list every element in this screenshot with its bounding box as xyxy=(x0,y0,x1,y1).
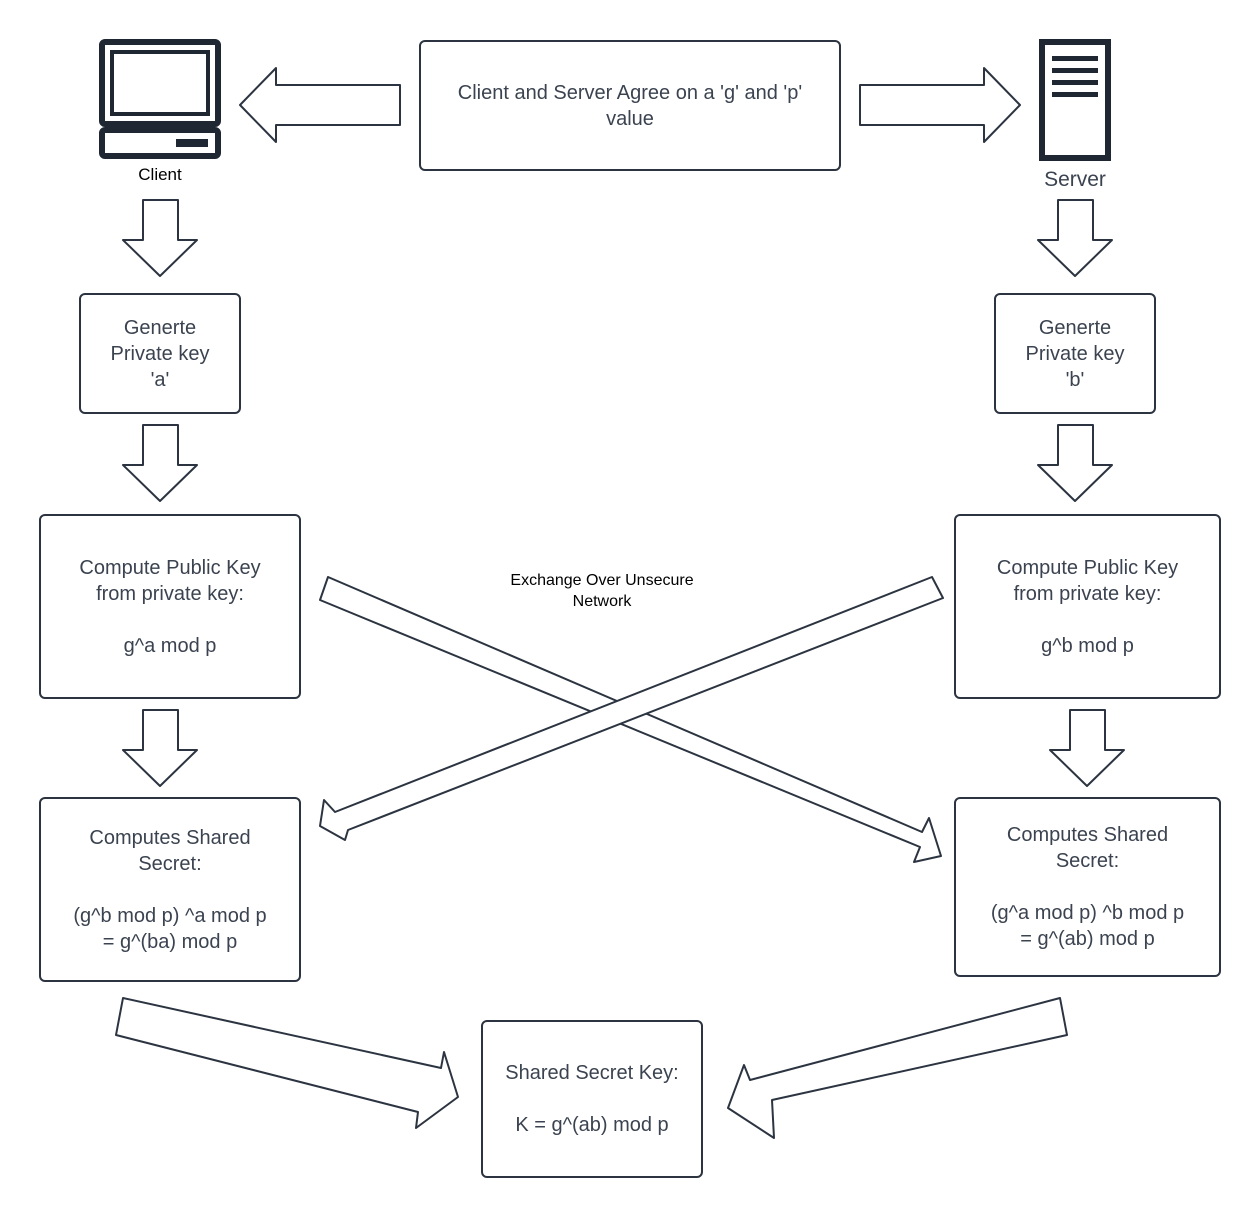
server-private-key-line-1: Generte xyxy=(1038,316,1112,339)
client-public-key-line-2: from private key: xyxy=(96,582,244,605)
arrow-server-secret-to-key xyxy=(727,997,1068,1139)
shared-key-line-1: Shared Secret Key: xyxy=(505,1062,679,1084)
exchange-label-line-2: Network xyxy=(572,593,632,610)
client-private-key-box: Generte Private key 'a' xyxy=(79,293,241,414)
client-private-key-line-1: Generte xyxy=(123,316,197,339)
client-private-key-line-2: Private key xyxy=(110,342,210,365)
client-public-key-line-4: g^a mod p xyxy=(123,634,217,657)
server-public-key-line-1: Compute Public Key xyxy=(996,556,1179,579)
client-private-key-line-3: 'a' xyxy=(150,368,170,391)
agree-box: Client and Server Agree on a 'g' and 'p'… xyxy=(419,40,841,171)
server-private-key-box: Generte Private key 'b' xyxy=(994,293,1156,414)
arrow-client-down-2 xyxy=(122,424,198,502)
client-shared-secret-box: Computes Shared Secret: (g^b mod p) ^a m… xyxy=(39,797,301,982)
server-shared-secret-line-1: Computes Shared xyxy=(1006,824,1169,846)
client-shared-secret-line-1: Computes Shared xyxy=(89,826,251,849)
server-public-key-line-4: g^b mod p xyxy=(1041,634,1134,657)
server-label: Server xyxy=(1044,168,1106,191)
client-shared-secret-line-5: = g^(ba) mod p xyxy=(102,930,238,953)
exchange-label-line-1: Exchange Over Unsecure xyxy=(510,572,694,589)
arrow-agree-to-client xyxy=(239,67,401,143)
shared-key-line-3: K = g^(ab) mod p xyxy=(515,1114,669,1136)
client-shared-secret-line-2: Secret: xyxy=(138,852,202,875)
arrow-server-down-2 xyxy=(1037,424,1113,502)
arrow-client-secret-to-key xyxy=(115,997,459,1129)
server-icon xyxy=(1039,39,1111,161)
server-public-key-box: Compute Public Key from private key: g^b… xyxy=(954,514,1221,699)
computer-icon xyxy=(99,39,221,159)
exchange-label: Exchange Over Unsecure Network xyxy=(482,570,722,612)
agree-box-line-1: Client and Server Agree on a 'g' and 'p' xyxy=(457,81,803,104)
shared-secret-key-box: Shared Secret Key: K = g^(ab) mod p xyxy=(481,1020,703,1178)
server-private-key-line-2: Private key xyxy=(1025,342,1125,365)
arrow-client-down-3 xyxy=(122,709,198,787)
arrow-server-public-to-client xyxy=(319,576,944,841)
server-shared-secret-line-5: = g^(ab) mod p xyxy=(1020,928,1155,950)
client-public-key-box: Compute Public Key from private key: g^a… xyxy=(39,514,301,699)
server-shared-secret-line-4: (g^a mod p) ^b mod p xyxy=(990,902,1185,924)
client-label: Client xyxy=(138,165,182,184)
client-public-key-line-1: Compute Public Key xyxy=(79,556,261,579)
server-private-key-line-3: 'b' xyxy=(1065,368,1085,391)
arrow-server-down-3 xyxy=(1049,709,1125,787)
arrow-server-down-1 xyxy=(1037,199,1113,277)
server-shared-secret-line-2: Secret: xyxy=(1055,850,1120,872)
agree-box-line-2: value xyxy=(606,107,654,130)
server-shared-secret-box: Computes Shared Secret: (g^a mod p) ^b m… xyxy=(954,797,1221,977)
arrow-agree-to-server xyxy=(859,67,1021,143)
server-public-key-line-2: from private key: xyxy=(1013,582,1162,605)
client-shared-secret-line-4: (g^b mod p) ^a mod p xyxy=(73,904,267,927)
arrow-client-down-1 xyxy=(122,199,198,277)
